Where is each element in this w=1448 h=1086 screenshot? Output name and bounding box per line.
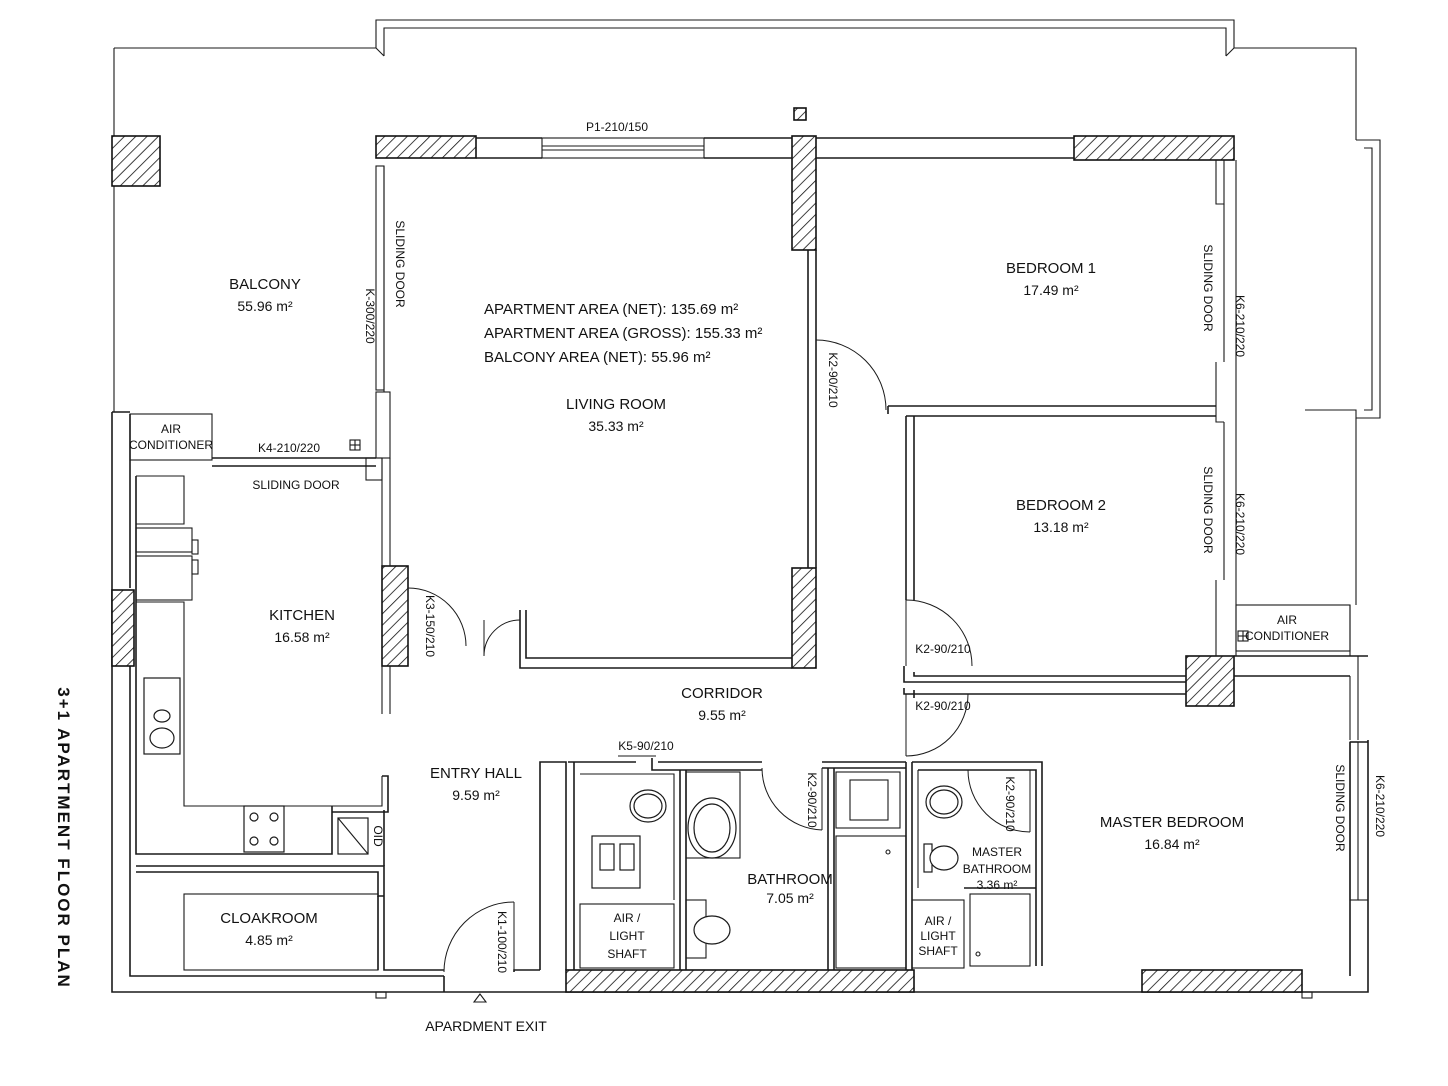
cloakroom-area: 4.85 m² xyxy=(245,932,293,948)
vent-icons xyxy=(349,439,1249,642)
balcony-area: 55.96 m² xyxy=(237,298,293,314)
k3-tag: K3-150/210 xyxy=(423,595,437,657)
bedroom-walls xyxy=(816,137,1368,901)
ac-right-line2: CONDITIONER xyxy=(1245,629,1329,643)
shaft-right-line1: AIR / xyxy=(925,914,952,928)
master-bathroom-name-1: MASTER xyxy=(972,845,1022,859)
sliding-door-living-tag: SLIDING DOOR xyxy=(393,220,407,308)
master-bathroom-area: 3.36 m² xyxy=(977,878,1018,892)
master-bathroom-name-2: BATHROOM xyxy=(963,862,1031,876)
shaft-left-line2: LIGHT xyxy=(609,929,645,943)
bathroom-area: 7.05 m² xyxy=(766,890,814,906)
ac-right-line1: AIR xyxy=(1277,613,1297,627)
summary-net: APARTMENT AREA (NET): 135.69 m² xyxy=(484,301,738,318)
bedroom1-area: 17.49 m² xyxy=(1023,282,1079,298)
bathroom-walls xyxy=(539,758,1043,970)
sliding-door-master-tag: SLIDING DOOR xyxy=(1333,764,1347,852)
master-bedroom-area: 16.84 m² xyxy=(1144,836,1200,852)
bedroom2-area: 13.18 m² xyxy=(1033,519,1089,535)
structural-columns xyxy=(111,107,1303,993)
master-bedroom-name: MASTER BEDROOM xyxy=(1100,814,1244,831)
k2-bathroom-tag: K2-90/210 xyxy=(805,772,819,828)
sliding-door-kitchen-tag: SLIDING DOOR xyxy=(252,478,340,492)
door-tags: P1-210/150 K-300/220 SLIDING DOOR K4-210… xyxy=(252,120,1387,1034)
k2-bedroom1-tag: K2-90/210 xyxy=(826,352,840,408)
kitchen-area: 16.58 m² xyxy=(274,629,330,645)
plan-title: 3+1 APARTMENT FLOOR PLAN xyxy=(54,687,73,989)
k5-tag: K5-90/210 xyxy=(618,739,674,753)
utility-labels: AIR CONDITIONER AIR CONDITIONER AIR / LI… xyxy=(129,422,1329,961)
living-room-area: 35.33 m² xyxy=(588,418,644,434)
apartment-exit-label: APARDMENT EXIT xyxy=(425,1018,547,1034)
entry-hall-area: 9.59 m² xyxy=(452,787,500,803)
door-swings xyxy=(407,339,1031,1003)
sliding-door-bedroom1-tag: SLIDING DOOR xyxy=(1201,244,1215,332)
k1-tag: K1-100/210 xyxy=(495,911,509,973)
shaft-left-line1: AIR / xyxy=(614,911,641,925)
kitchen-name: KITCHEN xyxy=(269,607,335,624)
ac-left-line2: CONDITIONER xyxy=(129,438,213,452)
living-room-walls xyxy=(375,137,817,714)
k2-master-bathroom-tag: K2-90/210 xyxy=(1003,776,1017,832)
shaft-left-line3: SHAFT xyxy=(607,947,647,961)
balcony-name: BALCONY xyxy=(229,276,301,293)
k6-bedroom2-tag: K6-210/220 xyxy=(1233,493,1247,555)
room-labels: BALCONY 55.96 m² APARTMENT AREA (NET): 1… xyxy=(220,260,1244,948)
kitchen-walls xyxy=(112,411,444,971)
window-p1-tag: P1-210/150 xyxy=(586,120,648,134)
k2-master-tag: K2-90/210 xyxy=(915,699,971,713)
entry-hall-name: ENTRY HALL xyxy=(430,765,522,782)
k300-tag: K-300/220 xyxy=(363,288,377,344)
bedroom1-name: BEDROOM 1 xyxy=(1006,260,1096,277)
k2-bedroom2-tag: K2-90/210 xyxy=(915,642,971,656)
sliding-door-bedroom2-tag: SLIDING DOOR xyxy=(1201,466,1215,554)
ac-left-line1: AIR xyxy=(161,422,181,436)
shaft-right-line3: SHAFT xyxy=(918,944,958,958)
k6-bedroom1-tag: K6-210/220 xyxy=(1233,295,1247,357)
cloakroom-name: CLOAKROOM xyxy=(220,910,318,927)
living-room-name: LIVING ROOM xyxy=(566,396,666,413)
shaft-right-line2: LIGHT xyxy=(920,929,956,943)
k6-master-tag: K6-210/220 xyxy=(1373,775,1387,837)
summary-balcony: BALCONY AREA (NET): 55.96 m² xyxy=(484,349,710,366)
corridor-name: CORRIDOR xyxy=(681,685,763,702)
bedroom2-name: BEDROOM 2 xyxy=(1016,497,1106,514)
summary-gross: APARTMENT AREA (GROSS): 155.33 m² xyxy=(484,325,762,342)
corridor-area: 9.55 m² xyxy=(698,707,746,723)
bathroom-name: BATHROOM xyxy=(747,871,833,888)
k4-tag: K4-210/220 xyxy=(258,441,320,455)
oven-mark: OID xyxy=(371,825,385,847)
